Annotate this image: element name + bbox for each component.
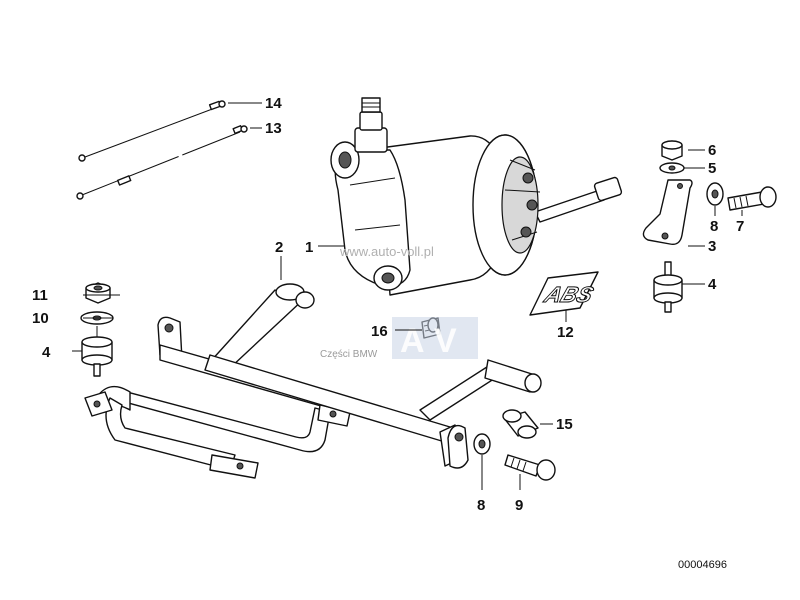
callout-numbers: 14 13 1 2 11 10 4 6 5 8 7 3 4 12 16 15 8…	[32, 95, 744, 514]
callout-8-right: 8	[710, 218, 718, 235]
callout-16: 16	[371, 323, 388, 340]
watermark: AV Części BMW www.auto-voll.pl	[320, 244, 478, 360]
leader-lines	[72, 149, 743, 490]
callout-15: 15	[556, 416, 573, 433]
callout-2: 2	[275, 239, 283, 256]
abs-mounting-bracket	[84, 283, 542, 479]
callout-7: 7	[736, 218, 744, 235]
callout-13: 13	[265, 120, 282, 137]
watermark-url: www.auto-voll.pl	[339, 244, 434, 259]
bolt-7	[727, 186, 777, 211]
abs-pressure-modulator	[330, 97, 623, 296]
nut-11	[85, 282, 111, 304]
callout-1: 1	[305, 239, 313, 256]
brake-line-13	[76, 125, 262, 200]
watermark-logo-letters: AV	[400, 322, 469, 360]
washer-8-right	[706, 182, 724, 206]
diagram-code: 00004696	[678, 559, 727, 571]
callout-4-left: 4	[42, 344, 51, 361]
callout-4-right: 4	[708, 276, 717, 293]
watermark-logo-box	[392, 317, 478, 359]
callout-3: 3	[708, 238, 716, 255]
nut-6	[661, 140, 683, 161]
watermark-caption: Części BMW	[320, 349, 378, 360]
washer-5	[659, 162, 685, 174]
rubber-mount-4-left	[81, 326, 113, 377]
callout-6: 6	[708, 142, 716, 159]
callout-10: 10	[32, 310, 49, 327]
callout-11: 11	[32, 287, 48, 304]
bushing-15	[502, 409, 539, 439]
abs-emblem-12: ABS	[529, 271, 599, 316]
abs-emblem-text: ABS	[540, 282, 597, 307]
brake-line-14	[78, 100, 262, 162]
callout-8-bottom: 8	[477, 497, 485, 514]
callout-5: 5	[708, 160, 716, 177]
rubber-mount-4-right	[653, 261, 683, 313]
callout-9: 9	[515, 497, 523, 514]
callout-14: 14	[265, 95, 282, 112]
bolt-9	[504, 454, 556, 481]
washer-8-bottom	[473, 433, 491, 455]
callout-12: 12	[557, 324, 574, 341]
support-bracket-3	[642, 179, 693, 245]
